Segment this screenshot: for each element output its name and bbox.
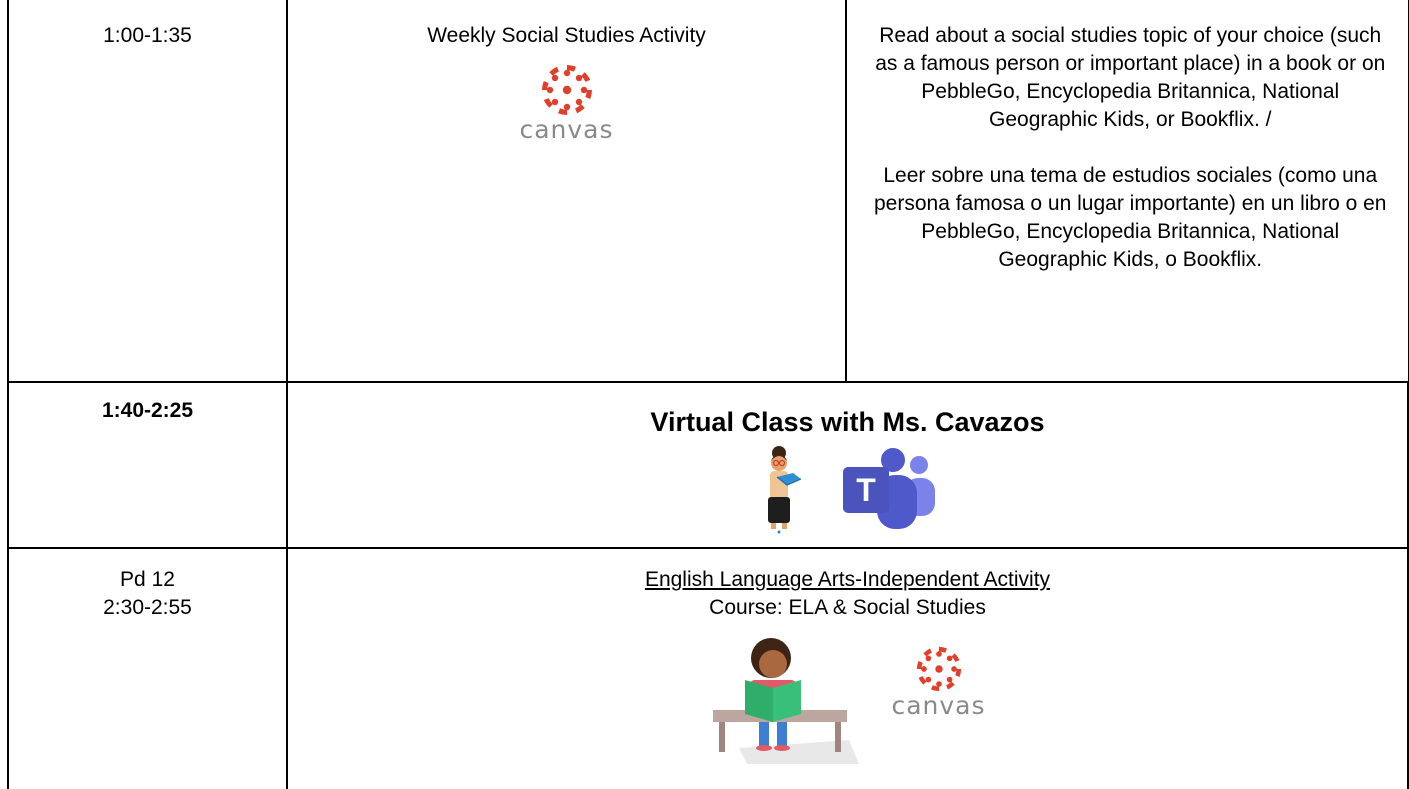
activity-icons: T <box>288 445 1407 535</box>
canvas-logo-icon <box>916 646 961 692</box>
canvas-logo-icon <box>541 65 592 115</box>
canvas-logo: canvas <box>519 64 613 144</box>
activity-cell: Virtual Class with Ms. Cavazos <box>286 381 1409 549</box>
canvas-logo-text: canvas <box>891 691 986 720</box>
description-english: Read about a social studies topic of you… <box>875 24 1386 131</box>
time-text: 1:40-2:25 <box>101 399 194 422</box>
schedule-table: 1:00-1:35 Weekly Social Studies Activity <box>7 0 1409 789</box>
description-spanish: Leer sobre una tema de estudios sociales… <box>874 164 1387 271</box>
schedule-row: 1:40-2:25 Virtual Class with Ms. Cavazos <box>7 381 1409 549</box>
period-text: Pd 12 <box>120 568 175 591</box>
activity-cell: Weekly Social Studies Activity <box>286 0 847 383</box>
activity-icons: canvas <box>288 636 1407 764</box>
activity-title: Weekly Social Studies Activity <box>427 24 706 47</box>
canvas-logo: canvas <box>891 646 985 720</box>
course-text: Course: ELA & Social Studies <box>709 596 986 619</box>
time-text: 2:30-2:55 <box>103 596 192 619</box>
description-cell: Read about a social studies topic of you… <box>845 0 1409 383</box>
svg-text:T: T <box>856 472 876 508</box>
time-cell: 1:00-1:35 <box>7 0 288 383</box>
schedule-row: Pd 12 2:30-2:55 English Language Arts-In… <box>7 547 1409 789</box>
time-cell: Pd 12 2:30-2:55 <box>7 547 288 789</box>
microsoft-teams-icon: T <box>842 448 935 529</box>
time-text: 1:00-1:35 <box>103 24 192 47</box>
teacher-illustration-icon <box>767 446 801 534</box>
canvas-logo-text: canvas <box>519 115 614 144</box>
time-cell: 1:40-2:25 <box>7 381 288 549</box>
activity-link[interactable]: English Language Arts-Independent Activi… <box>644 568 1051 591</box>
schedule-row: 1:00-1:35 Weekly Social Studies Activity <box>7 0 1409 383</box>
activity-cell: English Language Arts-Independent Activi… <box>286 547 1409 789</box>
activity-title: Virtual Class with Ms. Cavazos <box>650 407 1045 437</box>
student-reading-illustration-icon <box>713 638 860 764</box>
